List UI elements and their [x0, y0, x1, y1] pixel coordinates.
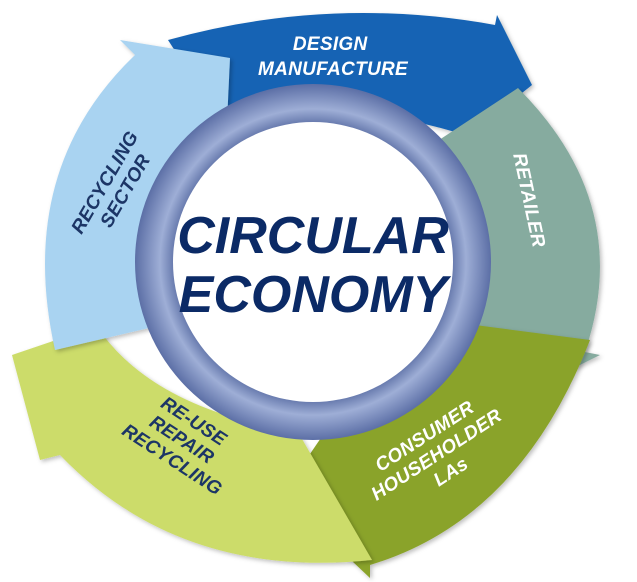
segment-recycling-sector-arrow [45, 40, 230, 350]
segment-consumer-arrow [282, 325, 590, 578]
manufacture-label-line: MANUFACTURE [258, 59, 409, 80]
center-title-line2: ECONOMY [179, 266, 452, 324]
segment-reuse-repair-recycling-arrow [12, 320, 372, 563]
design-label-line: DESIGN [293, 34, 369, 55]
center-disc [173, 122, 453, 402]
center-title-line1: CIRCULAR [177, 207, 449, 265]
design-manufacture-label: DESIGN MANUFACTURE [258, 34, 409, 80]
